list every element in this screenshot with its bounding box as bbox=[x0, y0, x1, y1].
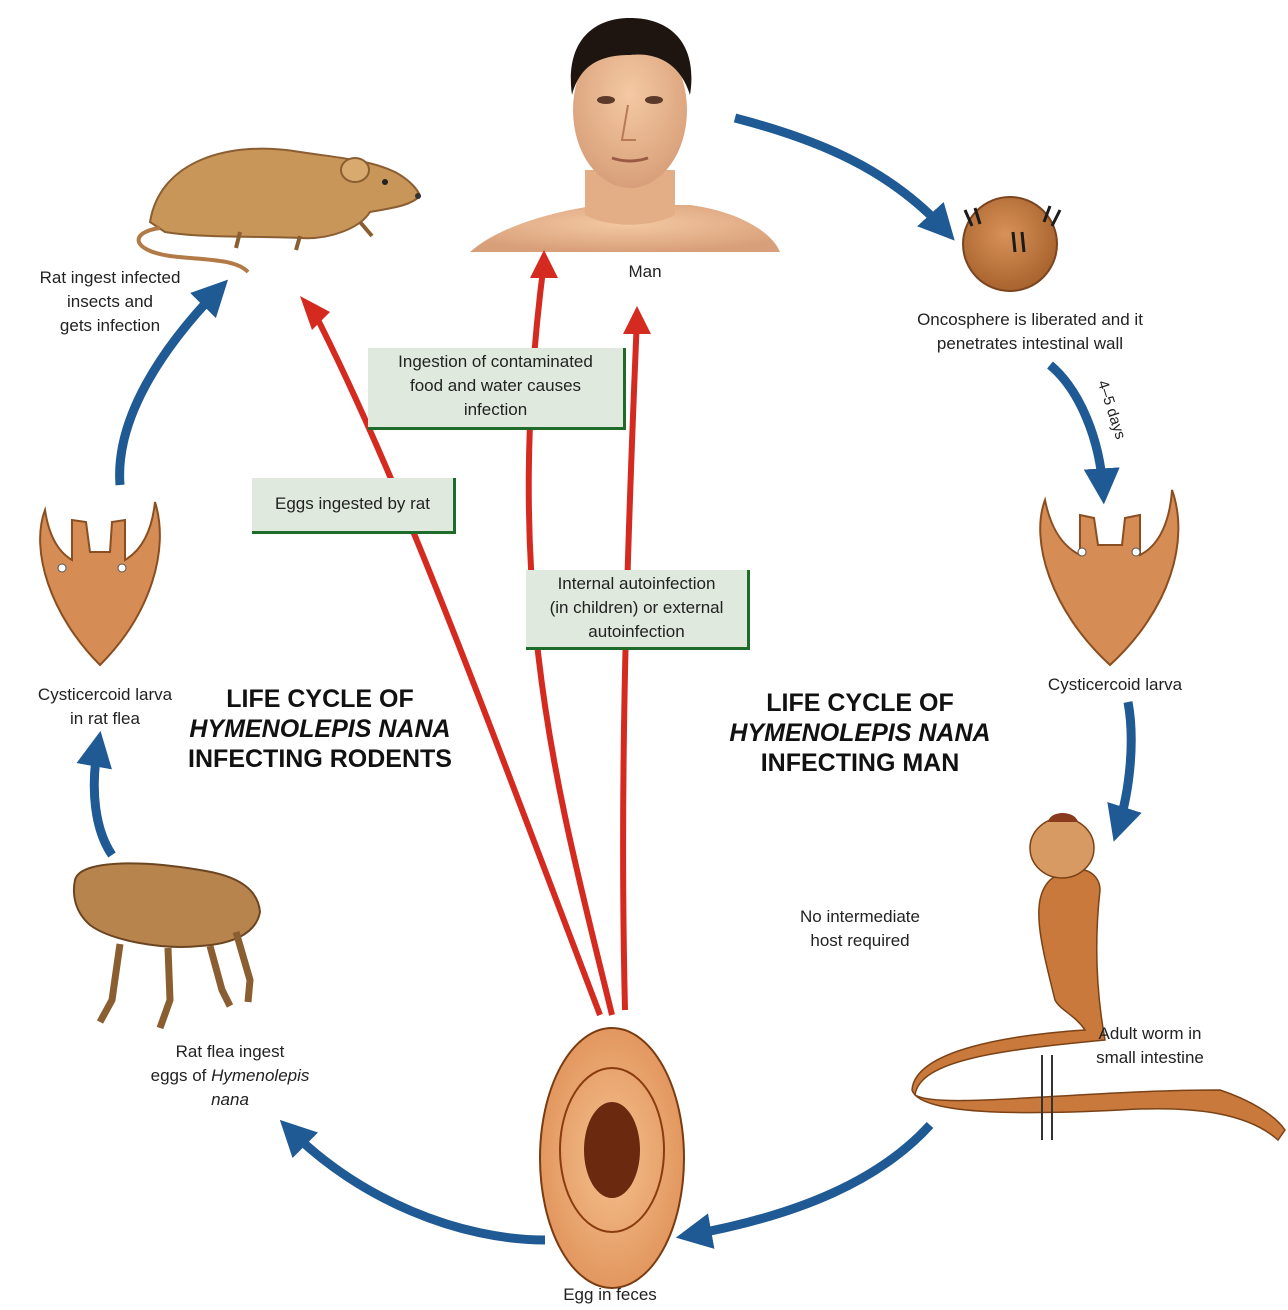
title-rodents-line-2: HYMENOLEPIS NANA bbox=[160, 714, 480, 744]
title-rodents-line-3: INFECTING RODENTS bbox=[160, 744, 480, 774]
egg-illustration bbox=[540, 1028, 684, 1288]
label-rat-flea: Rat flea ingest eggs of Hymenolepis nana bbox=[120, 1040, 340, 1112]
label-rat-flea-line-2: eggs of Hymenolepis bbox=[120, 1064, 340, 1088]
label-no-intermediate-line-1: No intermediate bbox=[760, 905, 960, 929]
label-rat-flea-genus: Hymenolepis bbox=[211, 1066, 309, 1085]
label-rat-line-3: gets infection bbox=[10, 314, 210, 338]
label-rat-flea-line-1: Rat flea ingest bbox=[120, 1040, 340, 1064]
box-ingestion: Ingestion of contaminated food and water… bbox=[368, 348, 626, 430]
man-illustration bbox=[470, 18, 780, 252]
label-oncosphere: Oncosphere is liberated and it penetrate… bbox=[870, 308, 1190, 356]
box-eggs-rat: Eggs ingested by rat bbox=[252, 478, 456, 534]
label-adult-worm-line-2: small intestine bbox=[1060, 1046, 1240, 1070]
title-rodents: LIFE CYCLE OF HYMENOLEPIS NANA INFECTING… bbox=[160, 684, 480, 774]
label-cysticercoid-man: Cysticercoid larva bbox=[1020, 673, 1210, 697]
label-man: Man bbox=[605, 260, 685, 284]
title-rodents-line-1: LIFE CYCLE OF bbox=[160, 684, 480, 714]
cysticercoid-larva-man bbox=[1040, 490, 1178, 665]
label-egg: Egg in feces bbox=[530, 1283, 690, 1307]
title-man-line-2: HYMENOLEPIS NANA bbox=[710, 718, 1010, 748]
label-rat-line-2: insects and bbox=[10, 290, 210, 314]
label-adult-worm: Adult worm in small intestine bbox=[1060, 1022, 1240, 1070]
label-no-intermediate: No intermediate host required bbox=[760, 905, 960, 953]
title-man-line-1: LIFE CYCLE OF bbox=[710, 688, 1010, 718]
box-autoinfection: Internal autoinfection (in children) or … bbox=[526, 570, 750, 650]
red-arrowheads bbox=[300, 250, 651, 334]
box-autoinfection-line-3: autoinfection bbox=[532, 620, 741, 644]
rat-illustration bbox=[139, 149, 421, 272]
cysticercoid-larva-rat bbox=[40, 502, 160, 665]
label-no-intermediate-line-2: host required bbox=[760, 929, 960, 953]
adult-worm-illustration bbox=[912, 813, 1285, 1140]
box-autoinfection-line-1: Internal autoinfection bbox=[532, 572, 741, 596]
label-oncosphere-line-2: penetrates intestinal wall bbox=[870, 332, 1190, 356]
label-rat: Rat ingest infected insects and gets inf… bbox=[10, 266, 210, 338]
label-rat-flea-text: eggs of bbox=[151, 1066, 212, 1085]
label-rat-line-1: Rat ingest infected bbox=[10, 266, 210, 290]
label-oncosphere-line-1: Oncosphere is liberated and it bbox=[870, 308, 1190, 332]
box-ingestion-line-2: food and water causes bbox=[374, 374, 617, 398]
label-rat-flea-species: nana bbox=[120, 1088, 340, 1112]
box-autoinfection-line-2: (in children) or external bbox=[532, 596, 741, 620]
rat-flea-illustration bbox=[74, 863, 260, 1028]
box-ingestion-line-1: Ingestion of contaminated bbox=[374, 350, 617, 374]
oncosphere-illustration bbox=[963, 197, 1060, 291]
title-man-line-3: INFECTING MAN bbox=[710, 748, 1010, 778]
label-adult-worm-line-1: Adult worm in bbox=[1060, 1022, 1240, 1046]
title-man: LIFE CYCLE OF HYMENOLEPIS NANA INFECTING… bbox=[710, 688, 1010, 778]
box-ingestion-line-3: infection bbox=[374, 398, 617, 422]
